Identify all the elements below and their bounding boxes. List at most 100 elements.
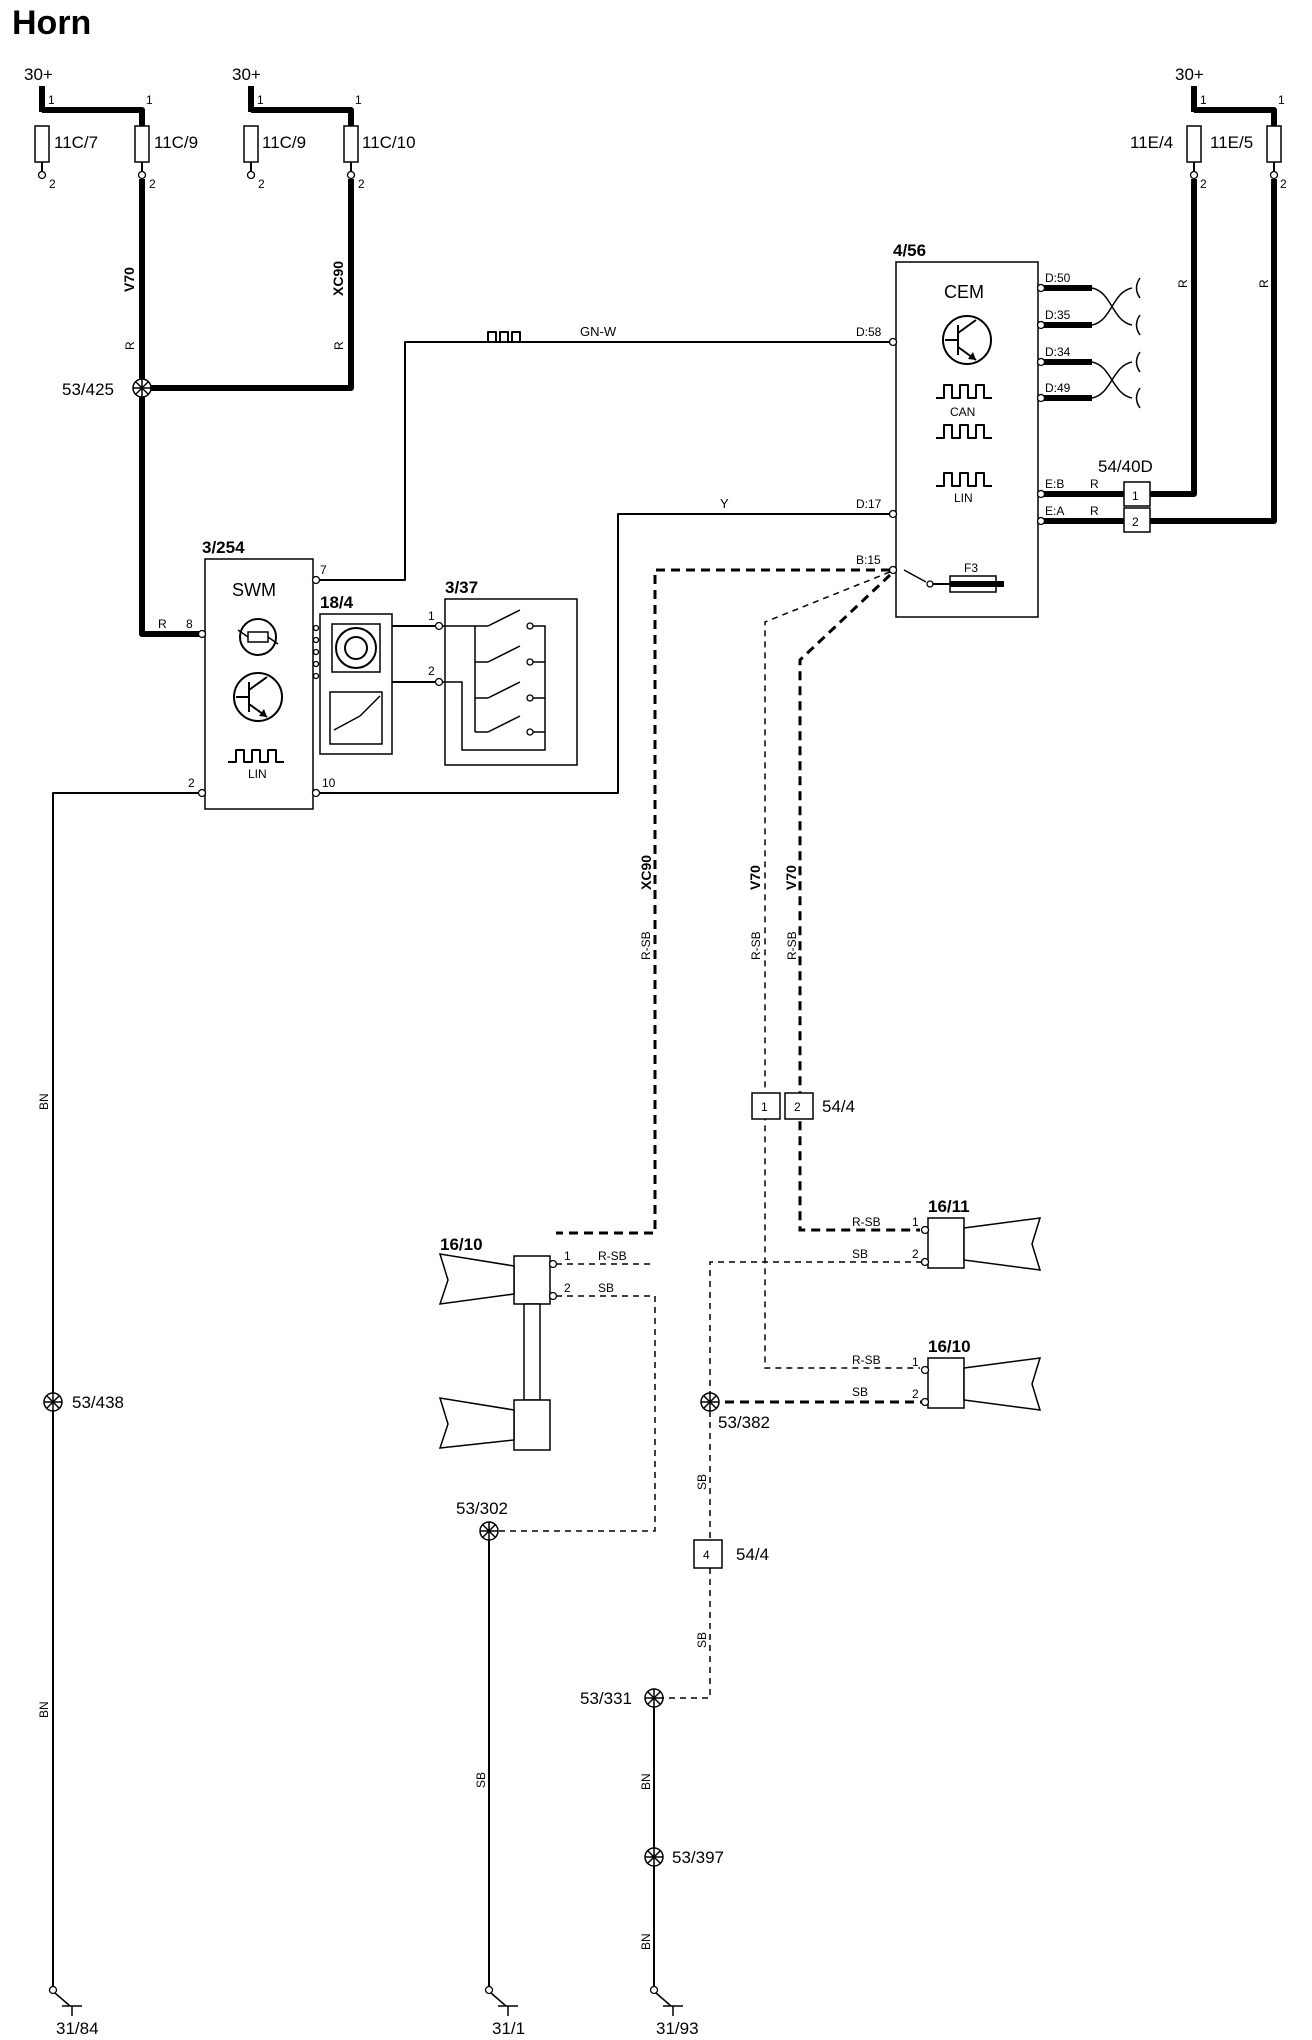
wire-color-label: SB — [695, 1474, 709, 1490]
splice-label-53-302: 53/302 — [456, 1499, 508, 1518]
horn-right-bottom-id: 16/10 — [928, 1337, 971, 1356]
lin-pulse-icon — [936, 472, 992, 487]
fuse-label-11c9-b: 11C/9 — [262, 133, 306, 152]
horn-icon — [963, 1357, 1042, 1411]
cem-pin-label: E:B — [1045, 477, 1064, 491]
wire-color-label: Y — [720, 496, 729, 511]
fuse-11c9-a — [134, 125, 150, 163]
swm-ground-wire: BN BN 53/438 31/84 — [37, 792, 199, 2038]
fuse-label-11c9-a: 11C/9 — [154, 133, 198, 152]
fuse-label-11c10: 11C/10 — [362, 133, 416, 152]
connector-54-40d-pin2 — [1123, 507, 1151, 533]
wire-color-label: R-SB — [639, 931, 653, 960]
model-label-v70-horn-a: V70 — [747, 865, 763, 890]
connector-label-54-40d: 54/40D — [1098, 457, 1153, 476]
pin-label: 4 — [703, 1548, 710, 1562]
pin-label: 2 — [1200, 177, 1207, 191]
pin-label: 2 — [912, 1387, 919, 1401]
connector-54-4-pin2 — [784, 1092, 814, 1120]
pin-label: 1 — [912, 1355, 919, 1369]
cem-pin-label: D:49 — [1045, 381, 1071, 395]
pin-label: 1 — [428, 609, 435, 623]
fuse-label-11e4: 11E/4 — [1130, 133, 1173, 152]
pin-label: 1 — [1200, 93, 1207, 107]
pin-label: 2 — [1132, 515, 1139, 529]
pin-label: 1 — [1132, 489, 1139, 503]
wire-color-label: R-SB — [598, 1249, 627, 1263]
ground-31-93: 31/93 — [656, 2019, 699, 2038]
fuse-11c10 — [343, 125, 359, 163]
wire-color-label: R — [1176, 279, 1190, 288]
cem-pin-label: E:A — [1045, 504, 1064, 518]
splice-label-53-397: 53/397 — [672, 1848, 724, 1867]
pin-label: 2 — [564, 1281, 571, 1295]
fuse-11e4 — [1186, 125, 1202, 163]
wire-color-label: GN-W — [580, 324, 617, 339]
wire-color-label: BN — [639, 1933, 653, 1950]
swm-id: 3/254 — [202, 538, 245, 557]
pin-label: 1 — [761, 1100, 768, 1114]
ground-31-1: 31/1 — [492, 2019, 525, 2038]
pin-label: 1 — [146, 93, 153, 107]
cem-lin-label: LIN — [954, 491, 973, 505]
wire-color-label: BN — [639, 1773, 653, 1790]
cem-pin-label: D:58 — [856, 325, 882, 339]
cem-can-label: CAN — [950, 405, 975, 419]
cem-module: 4/56 CEM CAN LIN F3 — [893, 241, 1039, 618]
wire-color-label: R-SB — [852, 1215, 881, 1229]
horn-output-wires: XC90 R-SB V70 R-SB V70 R-SB 1 2 54/4 R-S… — [556, 568, 920, 1369]
pin-label: 2 — [149, 177, 156, 191]
wire-color-label: R — [332, 341, 346, 350]
swm-box — [204, 558, 314, 810]
swm-power-wires: V70 R XC90 R 53/425 R — [62, 179, 354, 637]
model-label-v70-horn-b: V70 — [783, 865, 799, 890]
wire-color-label: SB — [474, 1772, 488, 1788]
transistor-icon — [942, 315, 992, 365]
pin-label: 1 — [564, 1249, 571, 1263]
connector-54-40d-pin1 — [1123, 481, 1151, 507]
airbag-id: 18/4 — [320, 593, 354, 612]
horn-left-id: 16/10 — [440, 1235, 483, 1254]
pin-label: 1 — [1278, 93, 1285, 107]
horn-ground-left: 53/302 SB 31/1 — [456, 1499, 525, 2038]
wire-color-label: SB — [852, 1247, 868, 1261]
horn-left-16-10: 16/10 1 2 R-SB SB — [438, 1235, 656, 1532]
airbag-box — [319, 613, 393, 755]
pin-label: 2 — [188, 776, 195, 790]
wire-color-label: R — [158, 617, 167, 631]
connector-label-54-4-top: 54/4 — [822, 1097, 855, 1116]
swm-name: SWM — [232, 580, 276, 600]
pin-label: 2 — [258, 177, 265, 191]
horn-right-bottom-16-10: 16/10 1 2 SB — [710, 1337, 1042, 1411]
model-label-v70: V70 — [121, 267, 137, 292]
pin-label: 2 — [912, 1247, 919, 1261]
cem-pin-label: D:35 — [1045, 308, 1071, 322]
airbag-module: 18/4 — [319, 593, 393, 755]
horn-icon — [438, 1397, 515, 1449]
clock-spring-icon — [239, 618, 277, 656]
horn-icon — [438, 1253, 515, 1305]
cem-pin-label: B:15 — [856, 553, 881, 567]
wire-color-label: SB — [598, 1281, 614, 1295]
swm-cem-wires: D:58 GN-W D:17 Y B:15 — [319, 324, 898, 794]
supply-30plus-c: 30+ — [1175, 65, 1204, 84]
wire-color-label: R-SB — [852, 1353, 881, 1367]
horn-switch-id: 3/37 — [445, 578, 478, 597]
wire-color-label: R — [1090, 504, 1099, 518]
splice-label-53-438: 53/438 — [72, 1393, 124, 1412]
supply-30plus-b: 30+ — [232, 65, 261, 84]
cem-id: 4/56 — [893, 241, 926, 260]
horn-right-top-16-11: 16/11 1 2 SB — [709, 1197, 1042, 1402]
horn-right-top-id: 16/11 — [928, 1197, 970, 1216]
cem-pin-label: D:34 — [1045, 345, 1071, 359]
cem-can-bus-pins: D:50 D:35 D:34 D:49 — [1036, 271, 1141, 409]
wire-color-label: BN — [37, 1093, 51, 1110]
fuse-group-11e4-11e5: 30+ 1 1 2 11E/4 2 11E/5 — [1130, 65, 1287, 191]
fuse-group-11c7-11c9: 30+ 1 1 2 11C/7 2 11C/9 — [24, 65, 198, 191]
pin-label: 7 — [320, 563, 327, 577]
connector-54-4-pin4 — [693, 1539, 723, 1569]
splice-label-53-425: 53/425 — [62, 380, 114, 399]
pin-label: 1 — [257, 93, 264, 107]
swm-module: 3/254 SWM LIN 8 7 2 10 — [186, 538, 336, 810]
